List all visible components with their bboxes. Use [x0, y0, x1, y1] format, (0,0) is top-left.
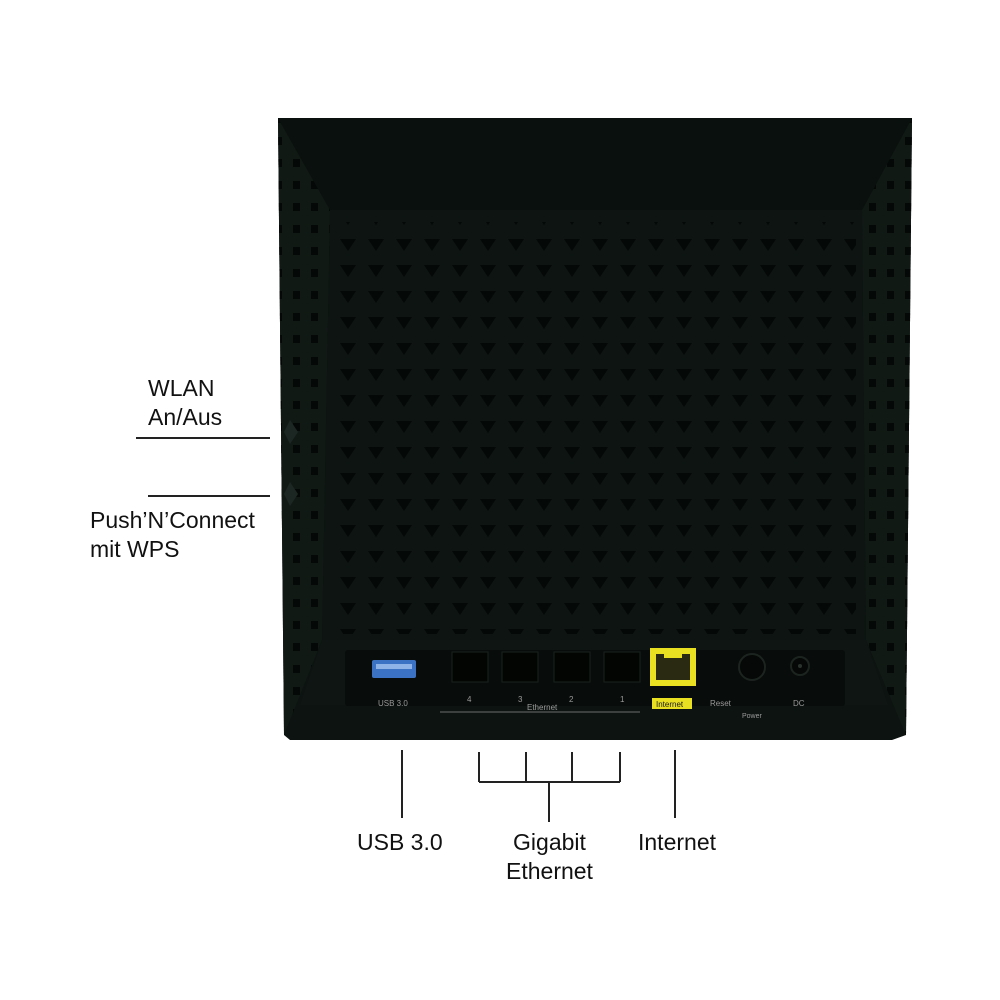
ethernet-callout: Gigabit Ethernet: [506, 828, 593, 886]
ethernet-callout-line2: Ethernet: [506, 858, 593, 884]
ethernet-port-4[interactable]: [451, 651, 489, 683]
top-face: [278, 118, 912, 210]
wlan-callout: WLAN An/Aus: [148, 374, 222, 432]
reset-label: Reset: [710, 699, 732, 708]
port-label-4: 4: [467, 695, 472, 704]
ethernet-port-3[interactable]: [501, 651, 539, 683]
wlan-callout-line1: WLAN: [148, 375, 215, 401]
port-label-2: 2: [569, 695, 574, 704]
internet-panel-label: Internet: [656, 700, 684, 709]
usb-callout-text: USB 3.0: [357, 829, 443, 855]
usb-callout: USB 3.0: [357, 828, 443, 857]
usb-port-label: USB 3.0: [378, 699, 408, 708]
wps-callout-line2: mit WPS: [90, 536, 180, 562]
dc-label: DC: [793, 699, 805, 708]
internet-callout-text: Internet: [638, 829, 716, 855]
wps-callout: Push’N’Connect mit WPS: [90, 506, 255, 564]
wps-button[interactable]: [284, 482, 298, 506]
ethernet-port-1[interactable]: [603, 651, 641, 683]
wps-callout-line1: Push’N’Connect: [90, 507, 255, 533]
ethernet-callout-line1: Gigabit: [513, 829, 586, 855]
internet-callout: Internet: [638, 828, 716, 857]
power-label: Power: [742, 713, 763, 720]
port-label-1: 1: [620, 695, 625, 704]
ethernet-panel-label: Ethernet: [527, 703, 558, 712]
internet-label-plate: [652, 698, 692, 709]
wlan-button[interactable]: [284, 420, 298, 444]
ethernet-port-2[interactable]: [553, 651, 591, 683]
power-button[interactable]: [738, 653, 766, 681]
ethernet-leader-bracket: [478, 752, 621, 822]
wlan-callout-line2: An/Aus: [148, 404, 223, 430]
port-label-3: 3: [518, 695, 523, 704]
router-back-panel: [278, 118, 912, 740]
